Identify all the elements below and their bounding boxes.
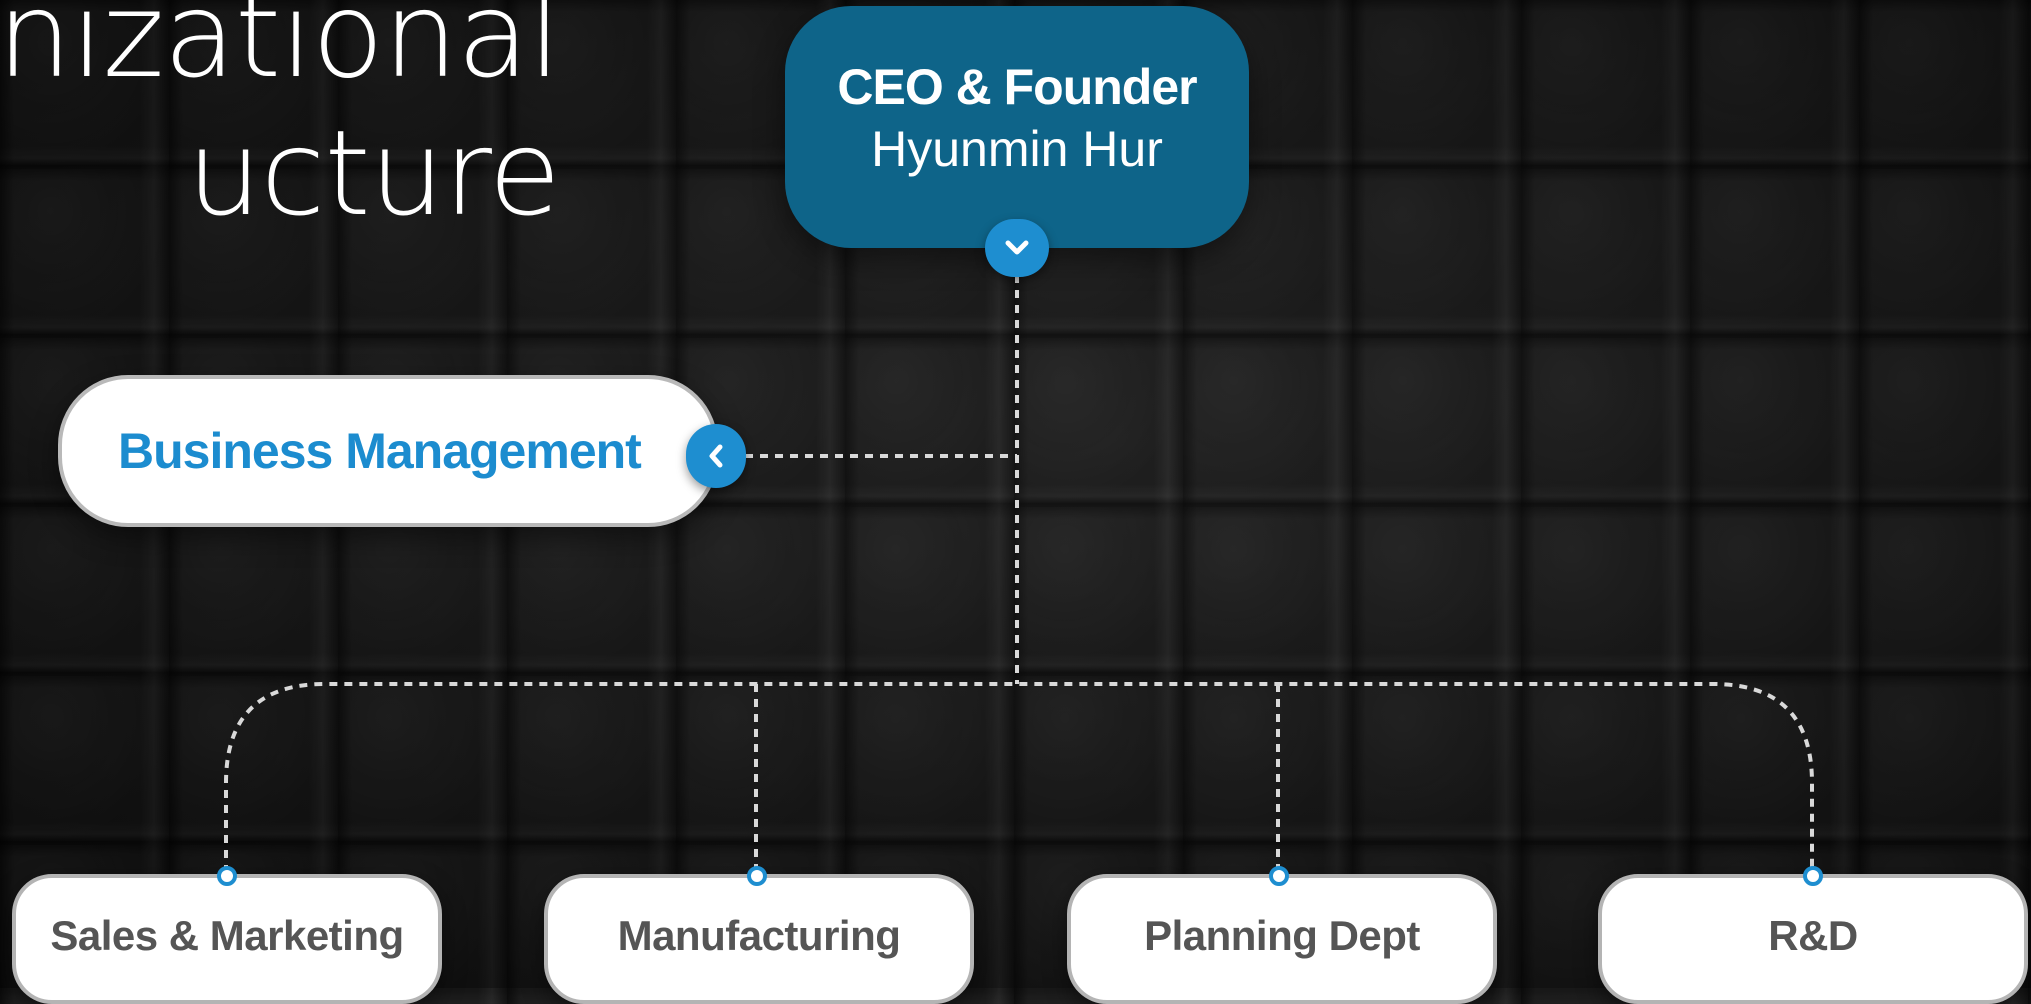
ceo-role: CEO & Founder xyxy=(837,59,1197,115)
department-sales-marketing[interactable]: Sales & Marketing xyxy=(12,874,442,1004)
department-label: Sales & Marketing xyxy=(50,912,404,959)
department-label: Manufacturing xyxy=(617,912,901,959)
planning-connector-dot xyxy=(1269,866,1289,886)
business-management-node[interactable]: Business Management xyxy=(58,375,718,527)
slide-title: anizational ucture xyxy=(0,0,561,242)
department-label: R&D xyxy=(1768,912,1858,959)
business-management-label: Business Management xyxy=(118,423,642,479)
department-bus-line xyxy=(224,682,1814,873)
sales-connector-dot xyxy=(217,866,237,886)
department-planning[interactable]: Planning Dept xyxy=(1067,874,1497,1004)
business-management-toggle-button[interactable] xyxy=(686,424,746,488)
ceo-node[interactable]: CEO & Founder Hyunmin Hur xyxy=(785,6,1249,248)
ceo-expand-button[interactable] xyxy=(985,219,1049,277)
ceo-name: Hyunmin Hur xyxy=(871,121,1163,177)
rnd-connector-dot xyxy=(1803,866,1823,886)
manufacturing-connector-dot xyxy=(747,866,767,886)
department-label: Planning Dept xyxy=(1144,912,1420,959)
department-manufacturing[interactable]: Manufacturing xyxy=(544,874,974,1004)
chevron-left-icon xyxy=(709,444,723,468)
chevron-down-icon xyxy=(1005,240,1029,255)
department-rnd[interactable]: R&D xyxy=(1598,874,2028,1004)
